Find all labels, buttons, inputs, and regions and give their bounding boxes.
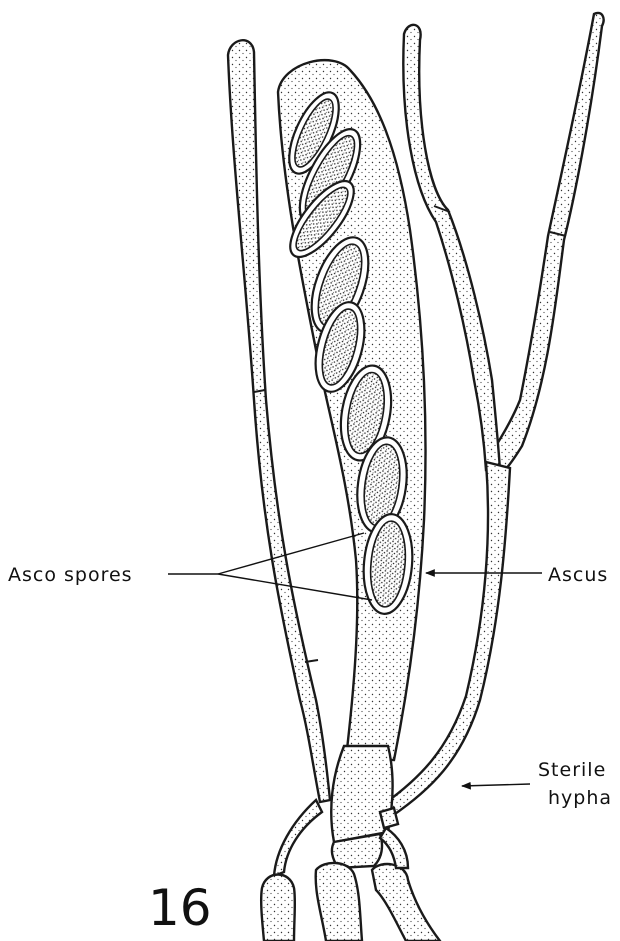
- label-sterile: Sterile: [538, 759, 606, 781]
- label-asco-spores: Asco spores: [8, 564, 133, 586]
- label-ascus: Ascus: [548, 564, 608, 586]
- figure-number: 16: [148, 879, 212, 937]
- ascus-base-cells: [261, 746, 440, 941]
- label-hypha-line2: hypha: [548, 787, 612, 809]
